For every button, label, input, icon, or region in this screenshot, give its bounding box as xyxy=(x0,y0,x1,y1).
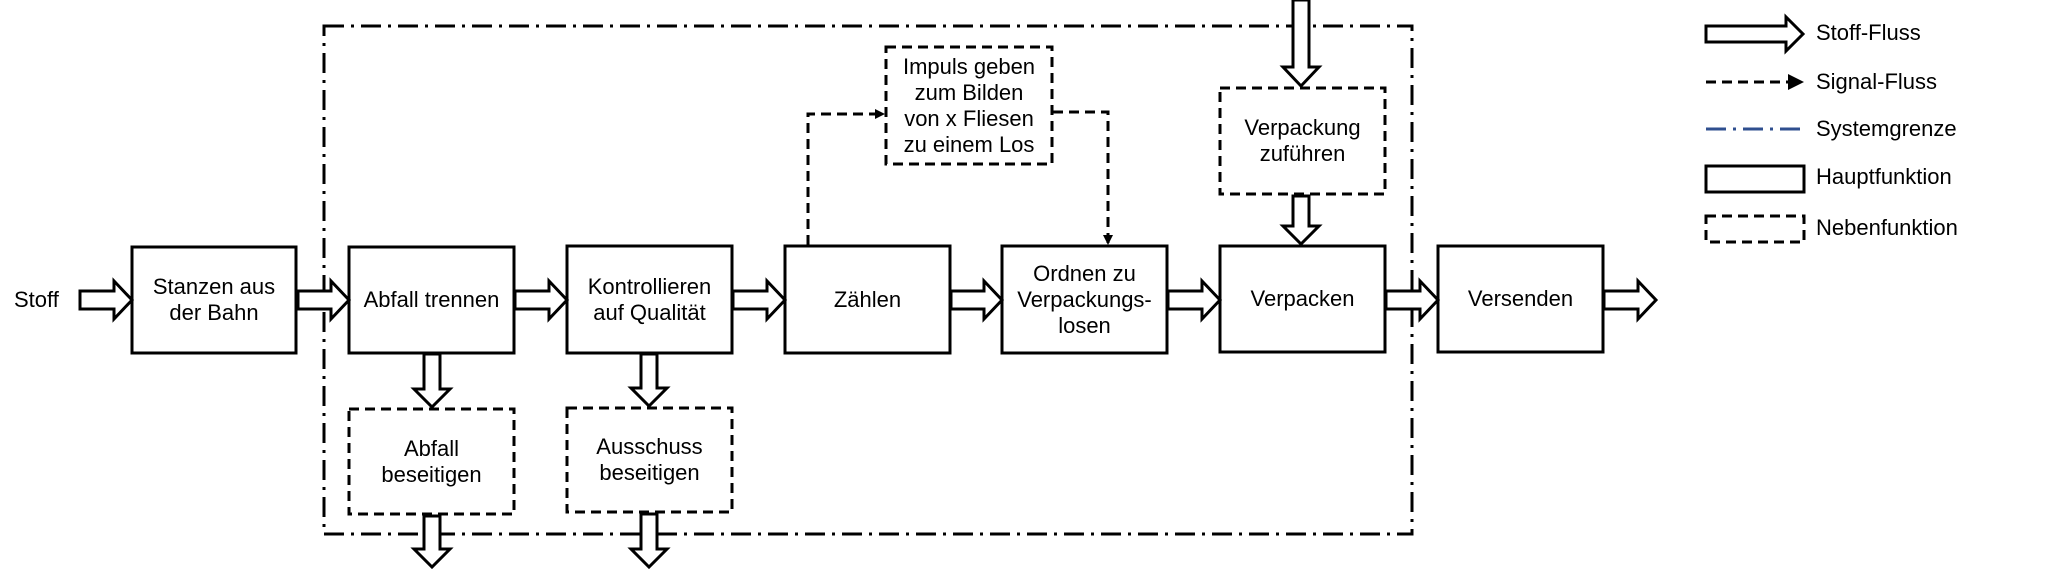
stoff-fluss-arrow xyxy=(296,277,352,323)
label-line: Verpacken xyxy=(1250,286,1355,311)
label-line: Kontrollieren xyxy=(587,273,712,299)
system-boundary xyxy=(322,24,1414,536)
label-line: Ausschuss xyxy=(596,434,703,459)
legend-signal-fluss-label: Signal-Fluss xyxy=(1816,69,1938,94)
label-line: Verpackung xyxy=(1244,115,1361,140)
label-stanzen: Stanzen aus der Bahn xyxy=(132,247,296,353)
stoff-fluss-arrow xyxy=(78,277,135,323)
label-line: Versenden xyxy=(1467,286,1574,311)
label-line: Ordnen zu xyxy=(1033,260,1136,286)
label-line: Stanzen aus xyxy=(152,274,276,299)
legend-hauptfunktion-label: Hauptfunktion xyxy=(1816,164,1952,189)
legend-nebenfunktion-icon xyxy=(1704,214,1806,244)
box-ausschuss-beseitigen xyxy=(565,406,734,514)
label-line: zu einem Los xyxy=(903,131,1035,157)
stoff-fluss-arrow xyxy=(410,514,454,569)
stoff-fluss-arrow xyxy=(731,277,788,323)
label-line: zum Bilden xyxy=(914,79,1024,105)
label-impuls-geben: Impuls geben zum Bilden von x Fliesen zu… xyxy=(886,47,1052,164)
label-line: Abfall trennen xyxy=(363,287,500,312)
label-kontrollieren: Kontrollieren auf Qualität xyxy=(567,246,732,353)
label-line: losen xyxy=(1058,312,1111,338)
signal-fluss-arrow xyxy=(1053,110,1113,245)
stoff-fluss-arrow xyxy=(513,277,570,323)
box-zaehlen xyxy=(783,244,952,355)
stoff-fluss-arrow xyxy=(1602,277,1659,323)
legend-stoff-fluss-label: Stoff-Fluss xyxy=(1816,20,1921,45)
label-line: von x Fliesen xyxy=(904,105,1034,131)
input-label-stoff: Stoff xyxy=(14,287,59,312)
label-line: Zählen xyxy=(833,286,902,312)
label-line: beseitigen xyxy=(381,461,482,487)
box-impuls-geben xyxy=(884,45,1054,166)
stoff-fluss-arrow xyxy=(627,512,671,569)
label-line: beseitigen xyxy=(599,460,700,485)
box-abfall-trennen xyxy=(347,245,516,355)
label-abfall-beseitigen: Abfall beseitigen xyxy=(349,409,514,514)
box-verpackung-zufuehren xyxy=(1218,86,1387,196)
label-line: zuführen xyxy=(1259,141,1346,166)
label-line: Abfall xyxy=(403,435,460,461)
label-ausschuss-beseitigen: Ausschuss beseitigen xyxy=(567,408,732,512)
stoff-fluss-arrow xyxy=(627,352,671,409)
label-verpacken: Verpacken xyxy=(1220,246,1385,352)
label-line: der Bahn xyxy=(169,300,259,325)
legend-stoff-fluss-icon xyxy=(1704,13,1806,55)
stoff-fluss-arrow xyxy=(1279,0,1323,89)
label-verpackung-zufuehren: Verpackung zuführen xyxy=(1220,88,1385,194)
legend-hauptfunktion-icon xyxy=(1704,164,1806,194)
stoff-fluss-arrow xyxy=(1166,277,1223,323)
label-abfall-trennen: Abfall trennen xyxy=(349,247,514,353)
stoff-fluss-arrow xyxy=(1384,277,1441,323)
label-line: Impuls geben xyxy=(902,53,1036,79)
stoff-fluss-arrow xyxy=(410,352,454,410)
label-ordnen: Ordnen zu Verpackungs- losen xyxy=(1002,246,1167,353)
stoff-fluss-arrow xyxy=(949,277,1005,323)
legend-nebenfunktion-label: Nebenfunktion xyxy=(1816,215,1958,240)
signal-fluss-arrow xyxy=(806,109,885,245)
legend-signal-fluss-head xyxy=(1788,74,1804,90)
box-stanzen xyxy=(130,245,298,355)
stoff-fluss-arrow xyxy=(1279,194,1323,247)
label-line: auf Qualität xyxy=(593,299,706,325)
label-zaehlen: Zählen xyxy=(785,246,950,353)
label-versenden: Versenden xyxy=(1438,246,1603,352)
box-verpacken xyxy=(1218,244,1387,354)
label-line: Verpackungs- xyxy=(1017,286,1152,312)
legend-systemgrenze-label: Systemgrenze xyxy=(1816,116,1957,141)
box-abfall-beseitigen xyxy=(347,407,516,516)
